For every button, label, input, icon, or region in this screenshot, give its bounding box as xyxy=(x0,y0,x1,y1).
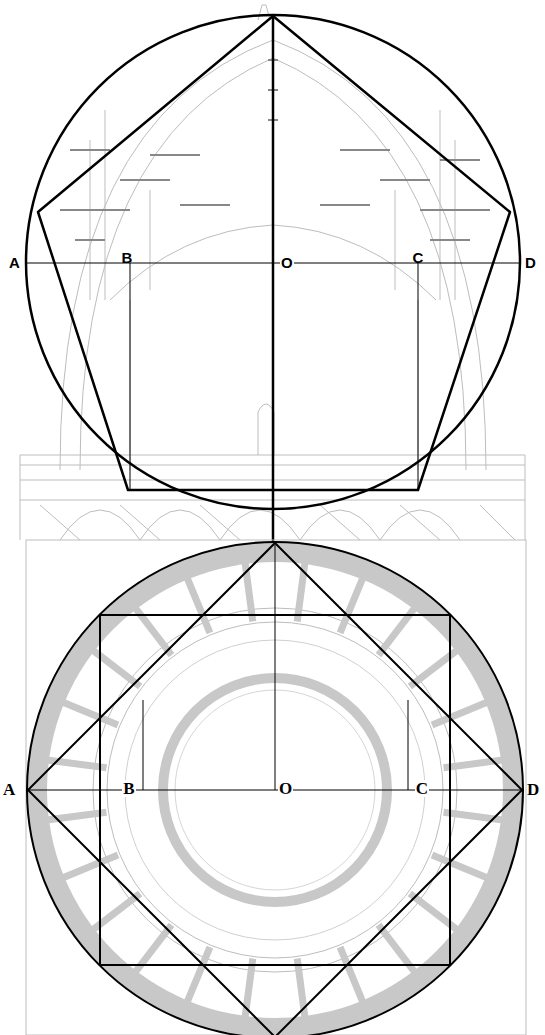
plan-frame xyxy=(26,540,526,1035)
point-letter: A xyxy=(2,781,16,798)
point-letter: D xyxy=(526,781,540,798)
rib-wall xyxy=(244,554,253,621)
point-letter: A xyxy=(8,255,21,270)
plan-background xyxy=(27,542,523,1035)
rib-wall xyxy=(340,570,366,633)
rib-wall xyxy=(432,699,495,725)
rib-wall xyxy=(444,812,511,821)
elevation-dashes xyxy=(60,60,490,240)
rib-wall xyxy=(39,759,106,768)
rib-wall xyxy=(55,855,118,881)
plan-construction xyxy=(27,542,523,1035)
rib-wall xyxy=(378,925,419,979)
rib-wall xyxy=(130,601,171,655)
rib-wall xyxy=(184,947,210,1010)
rib-wall xyxy=(297,554,306,621)
rib-wall xyxy=(130,925,171,979)
rib-wall xyxy=(410,645,464,686)
rib-wall xyxy=(432,855,495,881)
rib-wall xyxy=(297,959,306,1026)
rib-wall xyxy=(444,759,511,768)
point-letter: B xyxy=(121,250,134,265)
point-letter: C xyxy=(412,250,425,265)
rib-wall xyxy=(184,570,210,633)
rib-wall xyxy=(378,601,419,655)
rib-wall xyxy=(55,699,118,725)
rib-wall xyxy=(86,645,140,686)
elevation-construction xyxy=(26,15,520,544)
point-letter: B xyxy=(122,780,135,797)
point-letter: D xyxy=(524,255,537,270)
rib-wall xyxy=(39,812,106,821)
rib-wall xyxy=(410,893,464,934)
rib-wall xyxy=(340,947,366,1010)
point-letter: O xyxy=(278,780,293,797)
rib-wall xyxy=(244,959,253,1026)
point-letter: O xyxy=(280,255,294,270)
rib-wall xyxy=(86,893,140,934)
point-letter: C xyxy=(415,780,429,797)
